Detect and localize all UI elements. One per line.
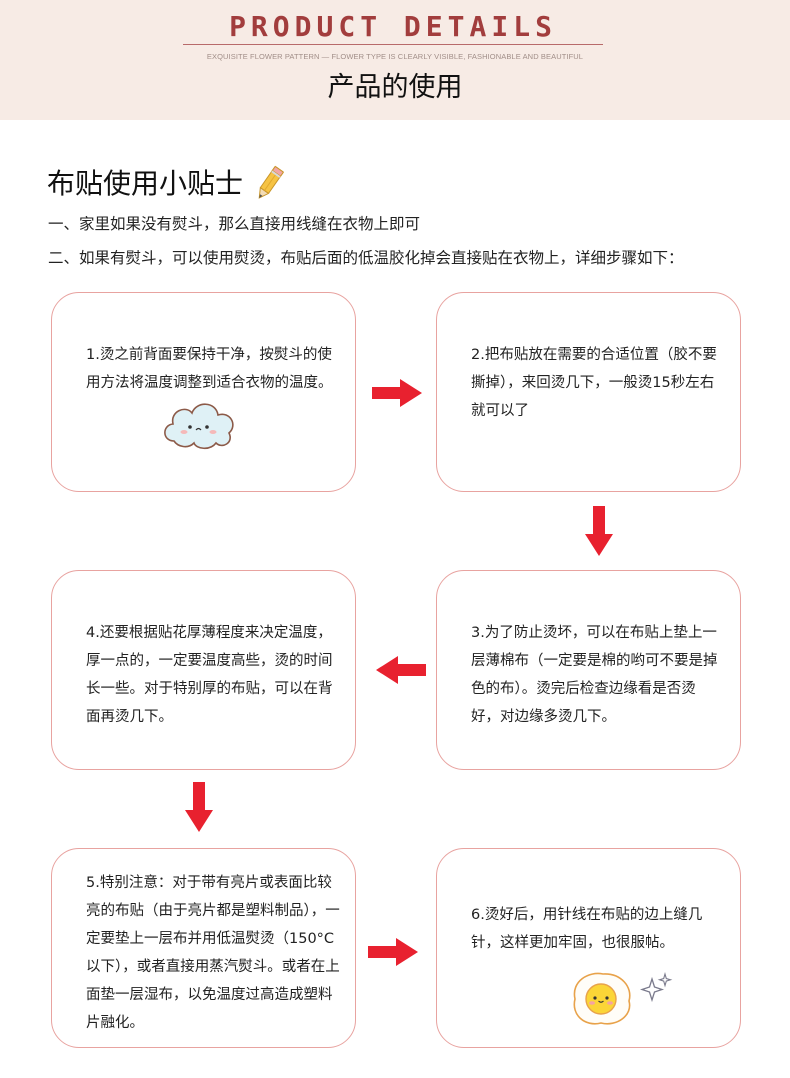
step-text-1: 1.烫之前背面要保持干净，按熨斗的使用方法将温度调整到适合衣物的温度。: [86, 347, 333, 391]
step-text-2: 2.把布贴放在需要的合适位置（胶不要撕掉），来回烫几下，一般烫15秒左右就可以了: [471, 347, 717, 419]
step-box-6: 6.烫好后，用针线在布贴的边上缝几针，这样更加牢固，也很服帖。: [436, 848, 741, 1048]
arrow-right-icon: [372, 379, 422, 407]
tagline: EXQUISITE FLOWER PATTERN — FLOWER TYPE I…: [206, 52, 584, 61]
tips-title: 布贴使用小贴士: [47, 167, 244, 200]
arrow-down-icon: [585, 506, 613, 556]
arrow-right-icon: [368, 938, 418, 966]
step-text-3: 3.为了防止烫坏，可以在布贴上垫上一层薄棉布（一定要是棉的哟可不要是掉色的布）。…: [471, 625, 718, 725]
step-box-3: 3.为了防止烫坏，可以在布贴上垫上一层薄棉布（一定要是棉的哟可不要是掉色的布）。…: [436, 570, 741, 770]
step-box-5: 5.特别注意：对于带有亮片或表面比较亮的布贴（由于亮片都是塑料制品），一定要垫上…: [51, 848, 356, 1048]
step-box-2: 2.把布贴放在需要的合适位置（胶不要撕掉），来回烫几下，一般烫15秒左右就可以了: [436, 292, 741, 492]
pencil-icon: [258, 165, 285, 199]
step-text-4: 4.还要根据贴花厚薄程度来决定温度，厚一点的，一定要温度高些，烫的时间长一些。对…: [86, 625, 333, 725]
tip-line-2: 二、如果有熨斗，可以使用熨烫，布贴后面的低温胶化掉会直接贴在衣物上，详细步骤如下…: [48, 249, 684, 267]
brand-logo-text: PRODUCT DETAILS: [229, 10, 557, 43]
tip-line-1: 一、家里如果没有熨斗，那么直接用线缝在衣物上即可: [48, 215, 421, 233]
step-text-5: 5.特别注意：对于带有亮片或表面比较亮的布贴（由于亮片都是塑料制品），一定要垫上…: [86, 875, 340, 1031]
tips-heading: 布贴使用小贴士: [47, 164, 287, 204]
step-text-6: 6.烫好后，用针线在布贴的边上缝几针，这样更加牢固，也很服帖。: [471, 907, 703, 951]
brand-logo-art: PRODUCT DETAILS: [183, 12, 603, 48]
header-banner: PRODUCT DETAILS EXQUISITE FLOWER PATTERN…: [0, 0, 790, 120]
arrow-down-icon: [185, 782, 213, 832]
page-title: 产品的使用: [327, 72, 463, 103]
logo-divider: [183, 44, 603, 45]
cloud-icon: [164, 403, 234, 450]
sparkle-icon: [640, 972, 673, 1003]
step-box-4: 4.还要根据贴花厚薄程度来决定温度，厚一点的，一定要温度高些，烫的时间长一些。对…: [51, 570, 356, 770]
arrow-left-icon: [376, 656, 426, 684]
step-box-1: 1.烫之前背面要保持干净，按熨斗的使用方法将温度调整到适合衣物的温度。: [51, 292, 356, 492]
egg-icon: [573, 972, 631, 1025]
